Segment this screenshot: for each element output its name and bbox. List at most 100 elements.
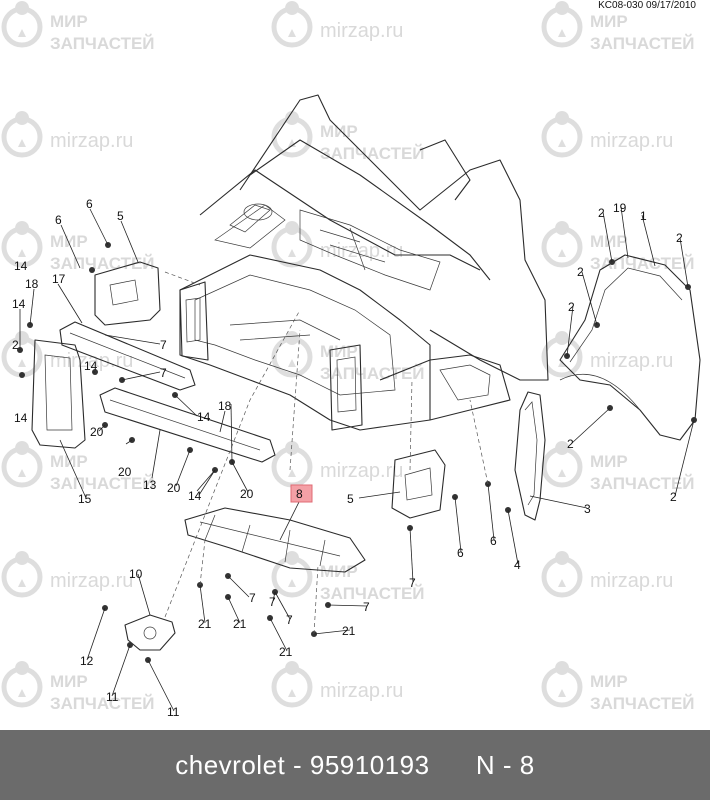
watermark-line1: МИР xyxy=(590,232,628,251)
watermark-logo: mirzap.ru xyxy=(271,661,403,708)
watermark-line2: ЗАПЧАСТЕЙ xyxy=(590,694,695,713)
callout-c21: 5 xyxy=(347,492,354,506)
callout-c13: 20 xyxy=(90,425,104,439)
watermark-url: mirzap.ru xyxy=(320,240,403,262)
fender-liner-part xyxy=(514,391,546,521)
watermark-logo: mirzap.ru xyxy=(1,111,133,158)
alignment-lines xyxy=(164,271,489,635)
watermark-logo: mirzap.ru xyxy=(271,1,403,48)
bracket-upper-left xyxy=(94,261,161,326)
callout-labels: 6 5 6 17 18 14 7 14 7 14 14 18 20 20 13 … xyxy=(12,197,683,719)
callout-c42: 7 xyxy=(249,591,256,605)
callout-c1: 6 xyxy=(86,197,93,211)
watermark-line1: МИР xyxy=(50,672,88,691)
callout-c8: 14 xyxy=(84,359,98,373)
callout-c9: 7 xyxy=(160,366,167,380)
watermark-url: mirzap.ru xyxy=(320,680,403,702)
callout-c19: 15 xyxy=(78,492,92,506)
watermark-line2: ЗАПЧАСТЕЙ xyxy=(50,474,155,493)
watermark-line2: ЗАПЧАСТЕЙ xyxy=(50,694,155,713)
callout-c36: 10 xyxy=(129,567,143,581)
callout-c16: 20 xyxy=(167,481,181,495)
callout-c43: 7 xyxy=(286,613,293,627)
watermark-logo: mirzap.ru xyxy=(541,331,673,378)
callout-c23: 6 xyxy=(490,534,497,548)
watermark-logo: МИР ЗАПЧАСТЕЙ xyxy=(541,661,695,713)
watermark-line2: ЗАПЧАСТЕЙ xyxy=(590,474,695,493)
watermark-url: mirzap.ru xyxy=(590,350,673,372)
watermark-line1: МИР xyxy=(320,122,358,141)
footer-text: chevrolet - 95910193 N - 8 xyxy=(175,749,535,780)
watermark-logo: mirzap.ru xyxy=(1,551,133,598)
callout-c30: 2 xyxy=(676,231,683,245)
callout-c4: 17 xyxy=(52,272,66,286)
watermark-line2: ЗАПЧАСТЕЙ xyxy=(590,34,695,53)
watermark-line1: МИР xyxy=(590,12,628,31)
watermark-url: mirzap.ru xyxy=(50,130,133,152)
watermark-url: mirzap.ru xyxy=(320,20,403,42)
watermark-line2: ЗАПЧАСТЕЙ xyxy=(50,254,155,273)
callout-c48: 14 xyxy=(14,259,28,273)
watermark-logo: МИР ЗАПЧАСТЕЙ xyxy=(541,221,695,273)
footer-part-number: 95910193 xyxy=(309,749,430,780)
callout-c11: 14 xyxy=(14,411,28,425)
callout-c18: 20 xyxy=(240,487,254,501)
watermark-url: mirzap.ru xyxy=(590,130,673,152)
watermark-logo: МИР ЗАПЧАСТЕЙ xyxy=(1,441,155,493)
callout-c24: 7 xyxy=(409,576,416,590)
callout-c3: 6 xyxy=(55,213,62,227)
watermark-logo: mirzap.ru xyxy=(271,221,403,268)
watermark-line1: МИР xyxy=(50,12,88,31)
callout-c29: 1 xyxy=(640,209,647,223)
watermark-line1: МИР xyxy=(50,452,88,471)
footer-brand: chevrolet xyxy=(175,749,286,780)
callout-c12: 18 xyxy=(218,399,232,413)
callout-c39: 11 xyxy=(167,705,180,719)
watermark-logo: mirzap.ru xyxy=(271,441,403,488)
callout-c31: 2 xyxy=(577,265,584,279)
callout-c41: 21 xyxy=(233,617,247,631)
watermark-line2: ЗАПЧАСТЕЙ xyxy=(320,364,425,383)
leader-lines xyxy=(19,206,695,712)
watermark-logo: МИР ЗАПЧАСТЕЙ xyxy=(1,661,155,713)
callout-c20: 8 xyxy=(296,487,303,501)
deflector-part xyxy=(124,614,176,651)
callout-c15: 13 xyxy=(143,478,157,492)
watermark-url: mirzap.ru xyxy=(50,570,133,592)
callout-c46: 21 xyxy=(342,624,356,638)
callout-c7: 7 xyxy=(160,338,167,352)
watermark-logo: mirzap.ru xyxy=(541,551,673,598)
callout-c6: 14 xyxy=(12,297,26,311)
callout-c28: 19 xyxy=(613,201,627,215)
lower-shield-part xyxy=(184,507,366,573)
watermark-line1: МИР xyxy=(320,342,358,361)
callout-c34: 2 xyxy=(670,490,677,504)
callout-c37: 12 xyxy=(80,654,94,668)
callout-c38: 11 xyxy=(106,690,119,704)
watermark-line2: ЗАПЧАСТЕЙ xyxy=(320,144,425,163)
callout-c10: 14 xyxy=(197,410,211,424)
watermark-line1: МИР xyxy=(590,672,628,691)
callout-c22: 6 xyxy=(457,546,464,560)
callout-c17: 14 xyxy=(188,489,202,503)
bracket-lower-right xyxy=(391,449,446,519)
callout-c32: 2 xyxy=(568,300,575,314)
watermark-line2: ЗАПЧАСТЕЙ xyxy=(590,254,695,273)
callout-c33: 2 xyxy=(567,437,574,451)
front-body-structure xyxy=(179,94,549,431)
callout-c25: 4 xyxy=(514,558,521,572)
bumper-beam xyxy=(59,321,276,463)
watermark-url: mirzap.ru xyxy=(590,570,673,592)
callout-c47: 7 xyxy=(363,600,370,614)
watermark-url: mirzap.ru xyxy=(320,460,403,482)
watermark-logo: МИР ЗАПЧАСТЕЙ xyxy=(271,331,425,383)
watermark-logo: МИР ЗАПЧАСТЕЙ xyxy=(271,111,425,163)
callout-c2: 5 xyxy=(117,209,124,223)
highlighted-callout-box xyxy=(290,484,313,503)
watermark-line2: ЗАПЧАСТЕЙ xyxy=(320,584,425,603)
